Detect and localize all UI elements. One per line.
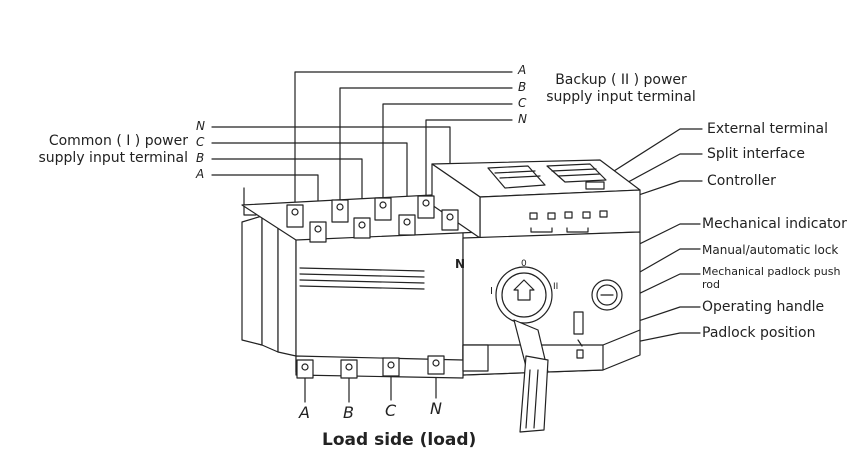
- dial-position-top: 0: [521, 259, 527, 269]
- backup-label-line1: Backup ( II ) power: [555, 72, 687, 88]
- backup-supply-label: Backup ( II ) power supply input termina…: [533, 72, 709, 106]
- backup-phase-c: C: [518, 96, 527, 110]
- switch-body: [241, 159, 641, 433]
- common-phase-n: N: [196, 119, 205, 133]
- common-label-line1: Common ( I ) power: [48, 133, 188, 149]
- backup-phase-b: B: [518, 80, 527, 94]
- backup-label-line2: supply input terminal: [546, 89, 696, 105]
- common-phase-a: A: [196, 167, 205, 181]
- operating-handle-label: Operating handle: [702, 299, 825, 315]
- common-supply-label: Common ( I ) power supply input terminal: [10, 133, 188, 167]
- common-phase-b: B: [196, 151, 205, 165]
- padlock-position-label: Padlock position: [702, 325, 816, 341]
- padlock-push-rod-line1: Mechanical padlock push: [702, 265, 841, 278]
- neutral-mark: N: [455, 257, 466, 271]
- dial-position-right: II: [553, 282, 559, 292]
- backup-leader-lines: [294, 71, 513, 206]
- backup-phase-n: N: [518, 112, 527, 126]
- padlock-push-rod-label: Mechanical padlock push rod: [702, 265, 840, 291]
- load-leader-lines: [304, 373, 437, 403]
- common-phase-c: C: [196, 135, 205, 149]
- load-phase-c: C: [385, 401, 397, 420]
- load-phase-a: A: [299, 403, 310, 422]
- backup-phase-a: A: [518, 63, 527, 77]
- common-label-line2: supply input terminal: [38, 150, 188, 166]
- dial-position-left: I: [490, 286, 493, 297]
- load-phase-n: N: [430, 399, 442, 418]
- right-callout-leaders: [545, 128, 703, 353]
- external-terminal-label: External terminal: [707, 121, 829, 137]
- terminal-lugs: [286, 195, 459, 379]
- controller-label: Controller: [707, 173, 776, 189]
- load-phase-b: B: [343, 403, 354, 422]
- manual-automatic-lock-label: Manual/automatic lock: [702, 243, 839, 257]
- padlock-push-rod-line2: rod: [702, 278, 720, 291]
- split-interface-label: Split interface: [707, 146, 805, 162]
- terminal-screws: [291, 199, 454, 371]
- mechanical-indicator-label: Mechanical indicator: [702, 216, 847, 232]
- load-side-label: Load side (load): [322, 430, 477, 450]
